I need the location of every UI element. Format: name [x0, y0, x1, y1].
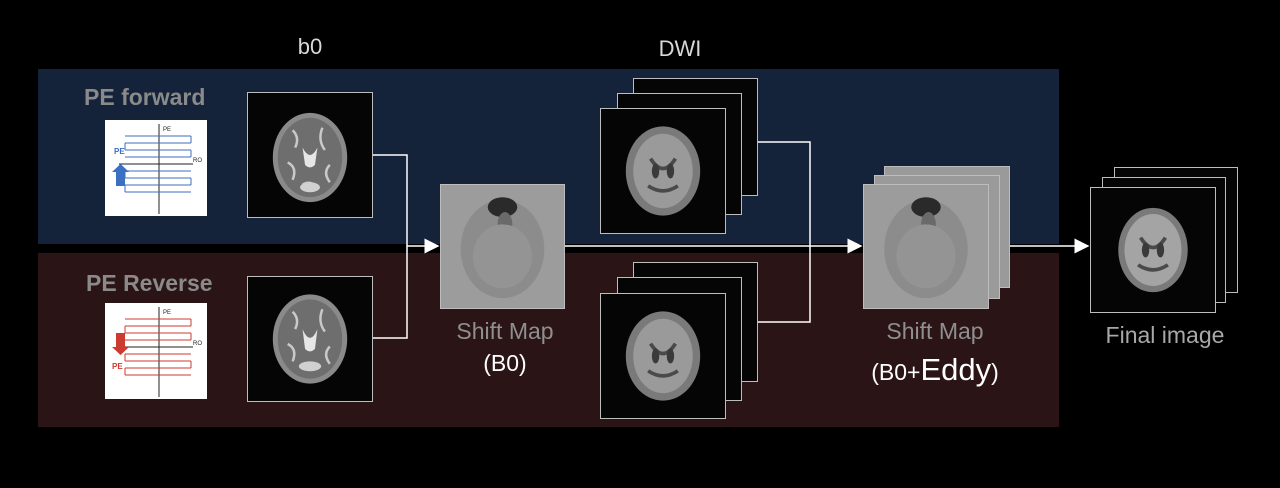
- row-label-pe-reverse: PE Reverse: [86, 270, 213, 296]
- pe-forward-diagram: PE RO PE: [105, 120, 207, 216]
- shift-map-b0-image: [440, 184, 565, 309]
- b0-forward-connector: [373, 154, 408, 246]
- dwi-reverse-image: [600, 293, 726, 419]
- shift-map-eddy-subtitle-open: (B0+: [871, 359, 921, 385]
- dwi-forward-connector: [758, 141, 811, 246]
- shift-map-eddy-subtitle-close: ): [991, 359, 999, 385]
- shift-map-eddy-subtitle-eddy: Eddy: [920, 352, 992, 387]
- pe-axis-label: PE: [163, 310, 171, 316]
- shift-map-b0-title: Shift Map: [456, 318, 554, 344]
- shift-map-eddy-subtitle: (B0+Eddy): [830, 352, 1040, 388]
- b0-forward-image: [247, 92, 373, 218]
- ro-axis-label: RO: [193, 341, 202, 347]
- shift-map-b0-subtitle: (B0): [483, 350, 527, 376]
- pe-reverse-diagram: PE RO PE: [105, 303, 207, 399]
- shift-map-eddy-image: [863, 184, 989, 309]
- column-label-b0: b0: [297, 34, 323, 59]
- pe-axis-label: PE: [163, 127, 171, 133]
- ro-axis-label: RO: [193, 158, 202, 164]
- pe-direction-label: PE: [112, 362, 123, 371]
- dwi-reverse-connector: [758, 246, 811, 323]
- column-label-dwi: DWI: [658, 36, 702, 61]
- row-label-pe-forward: PE forward: [84, 84, 206, 110]
- dwi-forward-image: [600, 108, 726, 234]
- b0-reverse-image: [247, 276, 373, 402]
- pe-direction-label: PE: [114, 147, 125, 156]
- final-image-title: Final image: [1105, 322, 1225, 348]
- b0-reverse-connector: [373, 246, 408, 339]
- final-image: [1090, 187, 1216, 313]
- shift-map-eddy-title: Shift Map: [886, 318, 984, 344]
